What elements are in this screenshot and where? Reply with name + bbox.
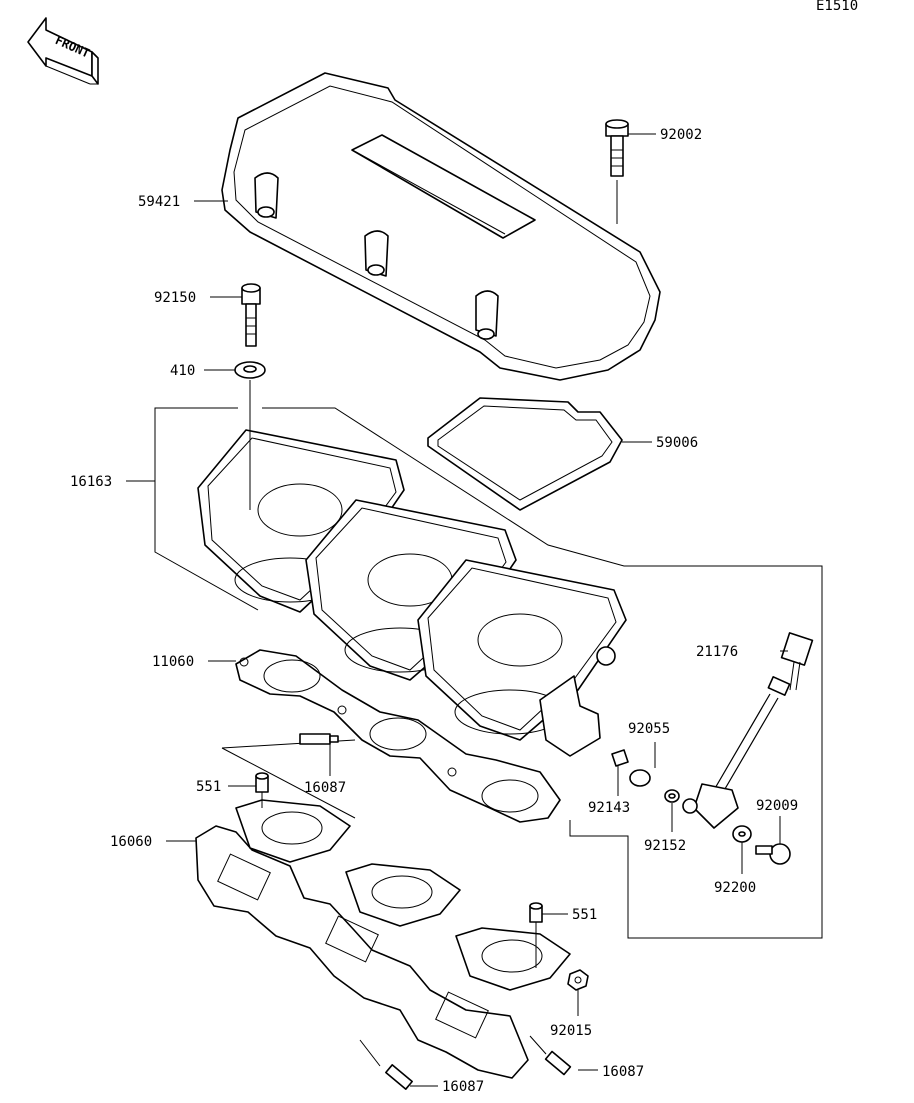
callout-59006: 59006 (656, 435, 698, 451)
callout-92055: 92055 (628, 721, 670, 737)
bolt-92009-icon (755, 843, 791, 865)
plug-16087-right-icon (529, 1035, 572, 1076)
sensor-21176-icon (682, 632, 814, 829)
nut-92015-icon (567, 969, 589, 991)
diagram-id: E1510 (816, 0, 858, 14)
callout-92002: 92002 (660, 127, 702, 143)
clip-92143-icon (611, 749, 629, 767)
callout-labels: 92002 59421 92150 410 59006 16163 21176 … (70, 127, 798, 1095)
callout-59421: 59421 (138, 194, 180, 210)
plug-16087-upper-icon (221, 733, 356, 819)
callout-92015: 92015 (550, 1023, 592, 1039)
bolt-92150-icon (241, 283, 261, 347)
gasket-11060-icon (235, 649, 561, 823)
callout-410: 410 (170, 363, 195, 379)
callout-16163: 16163 (70, 474, 112, 490)
leader-lines (126, 133, 788, 1087)
front-arrow-icon: FRONT (27, 17, 99, 85)
dowel-551-lower-icon (529, 902, 543, 923)
callout-92143: 92143 (588, 800, 630, 816)
callout-16087-upper: 16087 (304, 780, 346, 796)
callout-551-upper: 551 (196, 779, 221, 795)
dowel-551-upper-icon (255, 772, 269, 793)
intake-cover (221, 72, 661, 381)
callout-551-lower: 551 (572, 907, 597, 923)
throttle-body-assembly (154, 407, 823, 939)
gasket-59006-icon (427, 397, 623, 511)
o-ring-92055-icon (629, 769, 651, 787)
callout-16087-bottom: 16087 (442, 1079, 484, 1095)
callout-11060: 11060 (152, 654, 194, 670)
washer-92152-icon (664, 789, 680, 803)
callout-16060: 16060 (110, 834, 152, 850)
washer-410-icon (234, 361, 266, 379)
callout-92152: 92152 (644, 838, 686, 854)
washer-92200-icon (732, 825, 752, 843)
callout-16087-right: 16087 (602, 1064, 644, 1080)
callout-92009: 92009 (756, 798, 798, 814)
callout-92200: 92200 (714, 880, 756, 896)
intake-manifold (195, 799, 571, 1079)
callout-92150: 92150 (154, 290, 196, 306)
callout-21176: 21176 (696, 644, 738, 660)
plug-16087-bottom-icon (359, 1039, 413, 1090)
bolt-92002-icon (605, 119, 629, 177)
